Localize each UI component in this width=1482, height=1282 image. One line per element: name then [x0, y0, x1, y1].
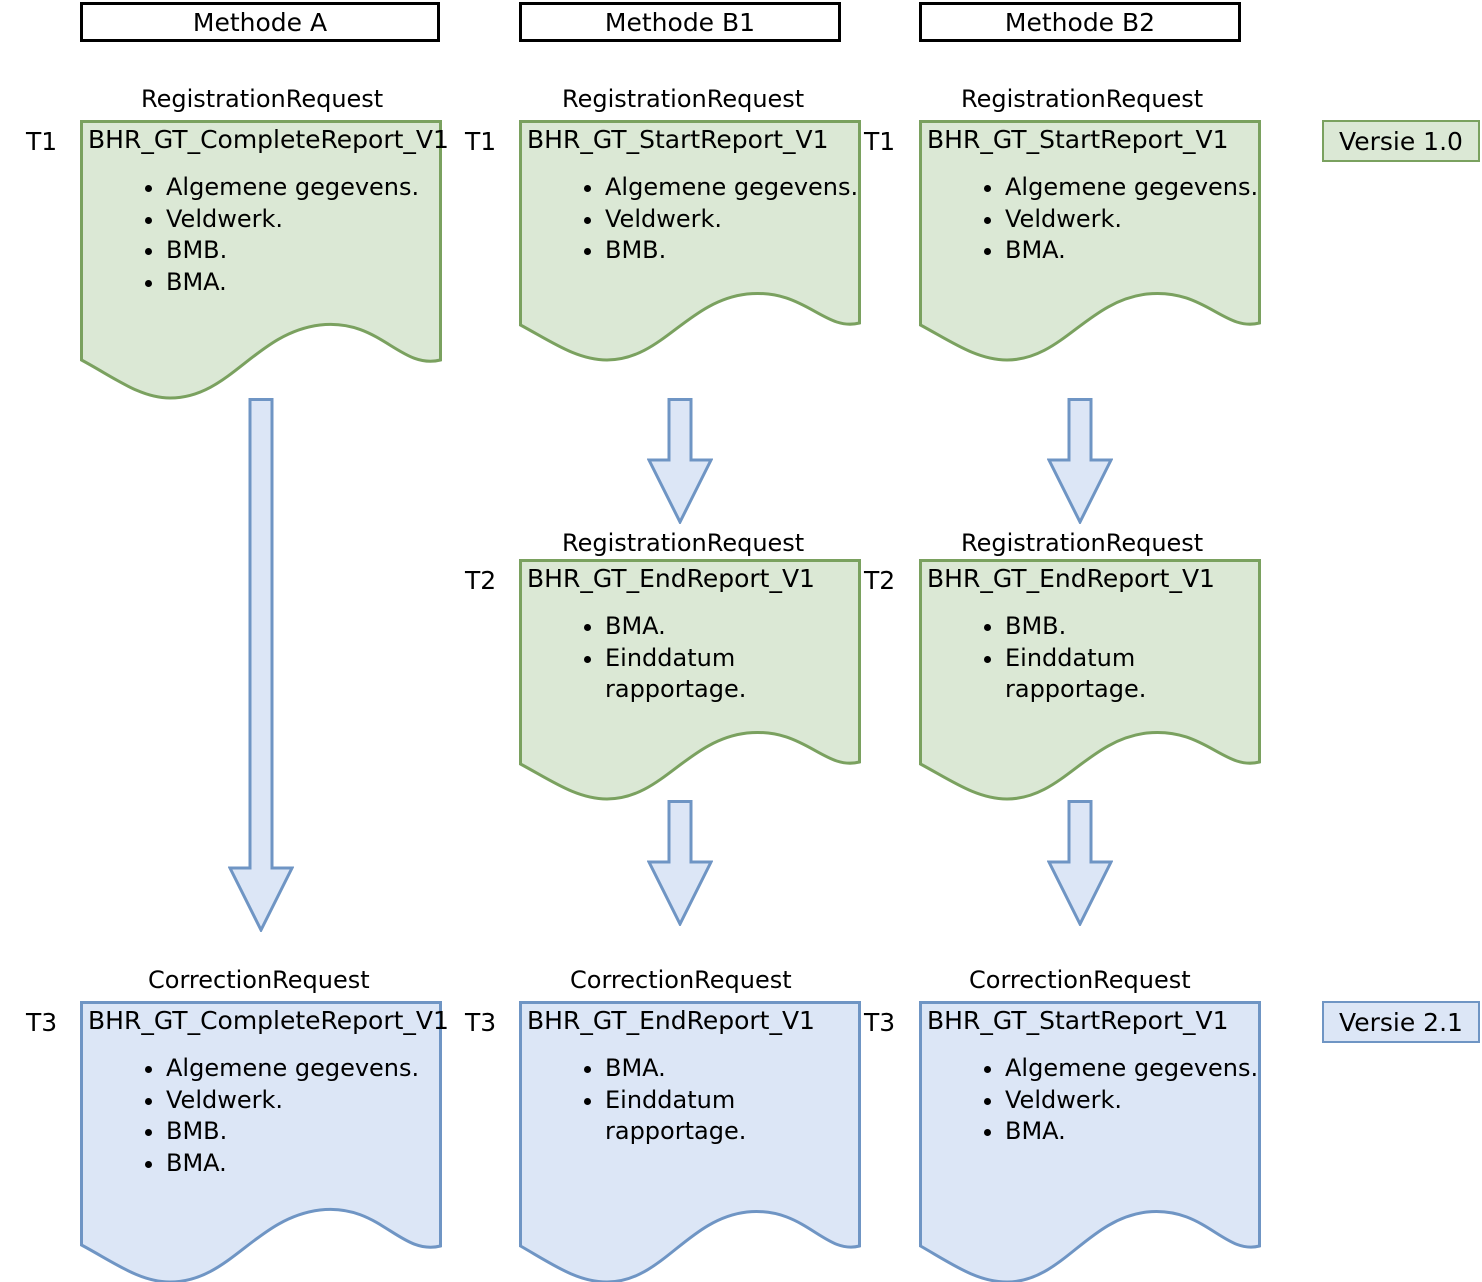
list-item: BMB.: [166, 1116, 419, 1148]
down-arrow-icon: [228, 398, 294, 932]
list-item: Algemene gegevens.: [1005, 172, 1258, 204]
time-label-b1-t1-left: T1: [465, 127, 497, 156]
list-item: Algemene gegevens.: [166, 172, 419, 204]
document-b1-t2: BHR_GT_EndReport_V1 BMA. Einddatum rappo…: [519, 559, 861, 804]
time-label-a-t1-left: T1: [26, 127, 58, 156]
arrow-a-t1-to-t3: [228, 398, 294, 932]
down-arrow-icon: [1047, 800, 1113, 926]
list-item: BMA.: [1005, 1116, 1258, 1148]
list-item: Einddatum rapportage.: [605, 643, 835, 706]
list-item: Veldwerk.: [1005, 204, 1258, 236]
list-item: Algemene gegevens.: [1005, 1053, 1258, 1085]
down-arrow-icon: [1047, 398, 1113, 524]
list-item: Veldwerk.: [166, 204, 419, 236]
time-label-b1-t1-right: T1: [864, 127, 896, 156]
arrow-b2-t1-to-t2: [1047, 398, 1113, 524]
list-item: Veldwerk.: [1005, 1085, 1258, 1117]
document-b1-t3: BHR_GT_EndReport_V1 BMA. Einddatum rappo…: [519, 1001, 861, 1282]
document-b2-t1-list: Algemene gegevens. Veldwerk. BMA.: [969, 172, 1258, 267]
caption-b1-t1: RegistrationRequest: [562, 85, 805, 113]
document-b2-t2: BHR_GT_EndReport_V1 BMB. Einddatum rappo…: [919, 559, 1261, 804]
list-item: BMA.: [1005, 235, 1258, 267]
document-b2-t3: BHR_GT_StartReport_V1 Algemene gegevens.…: [919, 1001, 1261, 1282]
document-a-t3-list: Algemene gegevens. Veldwerk. BMB. BMA.: [130, 1053, 419, 1180]
caption-b2-t2: RegistrationRequest: [961, 529, 1204, 557]
document-b1-t1: BHR_GT_StartReport_V1 Algemene gegevens.…: [519, 120, 861, 362]
time-label-b1-t2-left: T2: [465, 566, 497, 595]
document-b1-t1-shape: [519, 120, 861, 362]
list-item: Einddatum rapportage.: [1005, 643, 1235, 706]
document-b2-t1: BHR_GT_StartReport_V1 Algemene gegevens.…: [919, 120, 1261, 362]
list-item: BMA.: [166, 1148, 419, 1180]
time-label-a-t3-left: T3: [26, 1008, 58, 1037]
arrow-b1-t1-to-t2: [647, 398, 713, 524]
document-a-t1: BHR_GT_CompleteReport_V1 Algemene gegeve…: [80, 120, 449, 400]
document-b2-t3-list: Algemene gegevens. Veldwerk. BMA.: [969, 1053, 1258, 1148]
document-a-t1-shape: [80, 120, 442, 400]
caption-b2-t3: CorrectionRequest: [969, 966, 1191, 994]
document-b2-t2-list: BMB. Einddatum rapportage.: [969, 611, 1235, 706]
list-item: BMA.: [605, 1053, 835, 1085]
document-b1-t1-title: BHR_GT_StartReport_V1: [527, 125, 829, 154]
document-a-t3: BHR_GT_CompleteReport_V1 Algemene gegeve…: [80, 1001, 449, 1282]
document-b2-t3-shape: [919, 1001, 1261, 1282]
method-header-b1-label: Methode B1: [604, 7, 756, 37]
legend-version-1-0-label: Versie 1.0: [1339, 126, 1463, 156]
list-item: Veldwerk.: [166, 1085, 419, 1117]
document-b2-t1-title: BHR_GT_StartReport_V1: [927, 125, 1229, 154]
caption-b1-t2: RegistrationRequest: [562, 529, 805, 557]
method-header-b1: Methode B1: [519, 2, 841, 42]
document-b1-t3-title: BHR_GT_EndReport_V1: [527, 1006, 815, 1035]
legend-version-2-1: Versie 2.1: [1322, 1001, 1480, 1043]
down-arrow-icon: [647, 800, 713, 926]
method-header-b2: Methode B2: [919, 2, 1241, 42]
arrow-b1-t2-to-t3: [647, 800, 713, 926]
list-item: BMB.: [166, 235, 419, 267]
list-item: BMB.: [605, 235, 858, 267]
caption-b2-t1: RegistrationRequest: [961, 85, 1204, 113]
list-item: BMA.: [605, 611, 835, 643]
caption-b1-t3: CorrectionRequest: [570, 966, 792, 994]
time-label-b1-t2-right: T2: [864, 566, 896, 595]
caption-a-t3: CorrectionRequest: [148, 966, 370, 994]
arrow-b2-t2-to-t3: [1047, 800, 1113, 926]
down-arrow-icon: [647, 398, 713, 524]
document-a-t1-title: BHR_GT_CompleteReport_V1: [88, 125, 449, 154]
document-b1-t1-list: Algemene gegevens. Veldwerk. BMB.: [569, 172, 858, 267]
time-label-b1-t3-right: T3: [864, 1008, 896, 1037]
list-item: Algemene gegevens.: [605, 172, 858, 204]
list-item: Algemene gegevens.: [166, 1053, 419, 1085]
method-header-a-label: Methode A: [192, 7, 328, 37]
document-b1-t3-shape: [519, 1001, 861, 1282]
legend-version-1-0: Versie 1.0: [1322, 120, 1480, 162]
document-b2-t2-title: BHR_GT_EndReport_V1: [927, 564, 1215, 593]
caption-a-t1: RegistrationRequest: [141, 85, 384, 113]
document-a-t3-shape: [80, 1001, 442, 1282]
document-b1-t2-shape: [519, 559, 861, 801]
time-label-b1-t3-left: T3: [465, 1008, 497, 1037]
method-header-b2-label: Methode B2: [1004, 7, 1156, 37]
list-item: BMB.: [1005, 611, 1235, 643]
document-b1-t2-list: BMA. Einddatum rapportage.: [569, 611, 835, 706]
document-b1-t3-list: BMA. Einddatum rapportage.: [569, 1053, 835, 1148]
document-a-t1-list: Algemene gegevens. Veldwerk. BMB. BMA.: [130, 172, 419, 299]
document-b2-t1-shape: [919, 120, 1261, 362]
document-b2-t2-shape: [919, 559, 1261, 801]
document-b1-t2-title: BHR_GT_EndReport_V1: [527, 564, 815, 593]
document-b2-t3-title: BHR_GT_StartReport_V1: [927, 1006, 1229, 1035]
document-a-t3-title: BHR_GT_CompleteReport_V1: [88, 1006, 449, 1035]
list-item: Einddatum rapportage.: [605, 1085, 835, 1148]
legend-version-2-1-label: Versie 2.1: [1339, 1007, 1463, 1037]
method-header-a: Methode A: [80, 2, 440, 42]
list-item: BMA.: [166, 267, 419, 299]
list-item: Veldwerk.: [605, 204, 858, 236]
